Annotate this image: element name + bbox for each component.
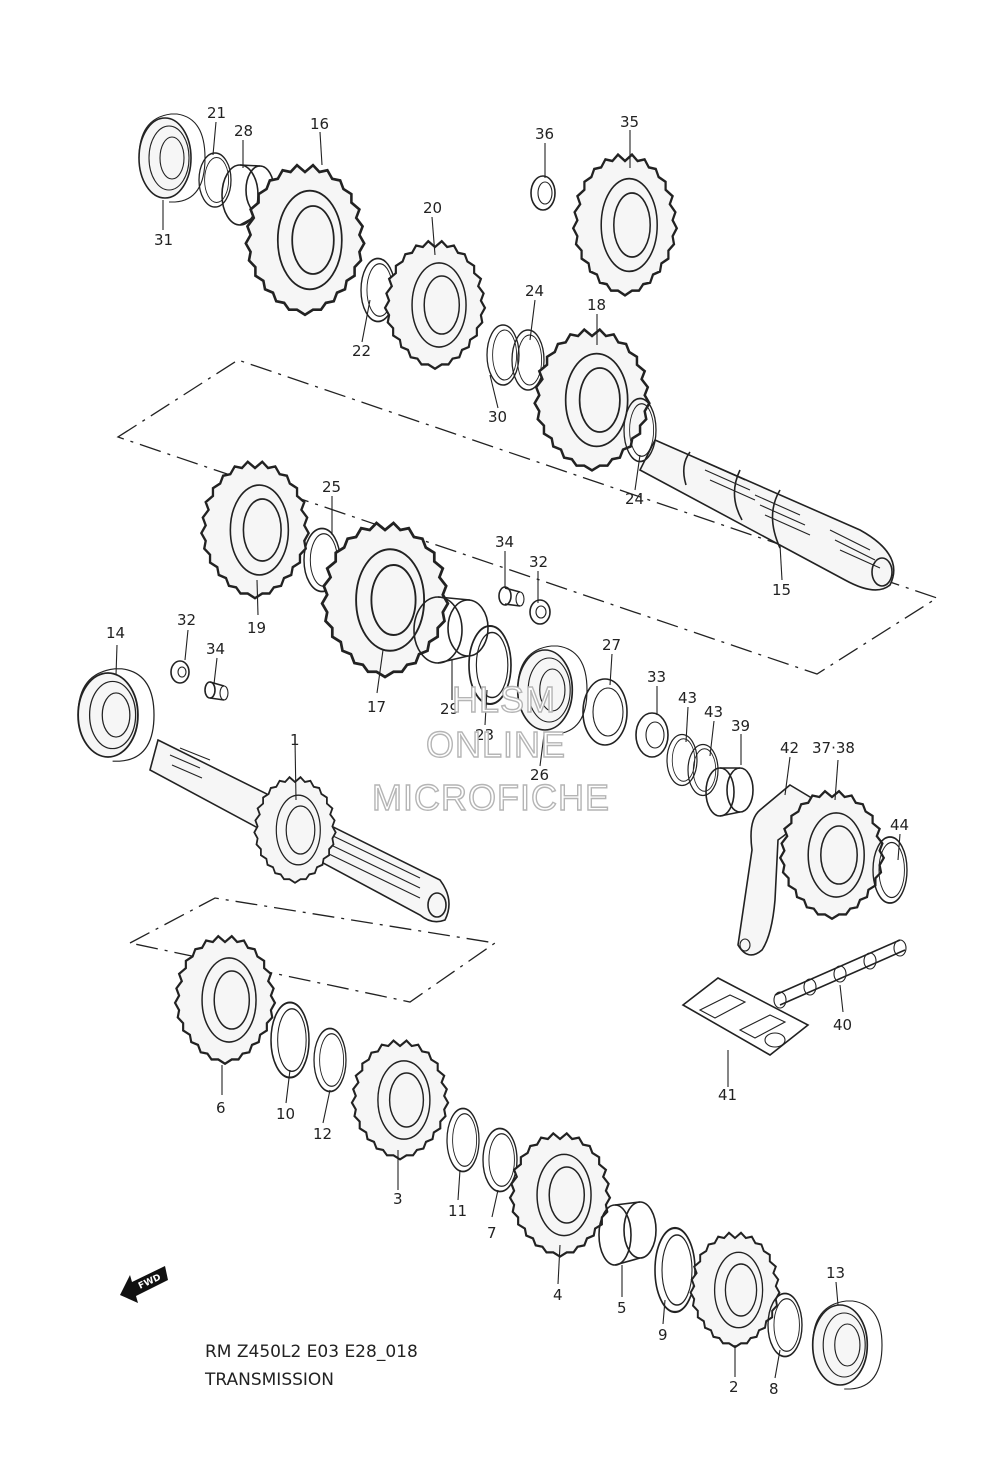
bolt-34a bbox=[498, 586, 525, 607]
label-18: 18 bbox=[587, 296, 606, 314]
label-3: 3 bbox=[393, 1190, 403, 1208]
diagram-code: RM Z450L2 E03 E28_018 bbox=[205, 1342, 418, 1362]
label-29: 29 bbox=[440, 700, 459, 718]
bearing-31 bbox=[138, 113, 206, 203]
label-44: 44 bbox=[890, 816, 909, 834]
circlip-11 bbox=[446, 1107, 480, 1173]
label-28: 28 bbox=[234, 122, 253, 140]
label-41: 41 bbox=[718, 1086, 737, 1104]
watermark-line-1: HLSM bbox=[452, 679, 556, 720]
label-34b: 34 bbox=[206, 640, 225, 658]
part-labels: 21 28 16 31 20 36 35 22 24 18 30 24 25 3… bbox=[106, 104, 909, 1398]
label-42: 42 bbox=[780, 739, 799, 757]
watermark-line-2: ONLINE bbox=[426, 724, 566, 765]
label-9: 9 bbox=[658, 1326, 668, 1344]
gear-19 bbox=[200, 460, 310, 600]
label-43a: 43 bbox=[678, 689, 697, 707]
label-36: 36 bbox=[535, 125, 554, 143]
label-16: 16 bbox=[310, 115, 329, 133]
washer-32a bbox=[529, 599, 551, 625]
oil-seal-27 bbox=[582, 678, 628, 746]
label-5: 5 bbox=[617, 1299, 627, 1317]
label-13: 13 bbox=[826, 1264, 845, 1282]
label-40: 40 bbox=[833, 1016, 852, 1034]
label-21: 21 bbox=[207, 104, 226, 122]
countershaft-assembly-outline bbox=[116, 359, 939, 675]
label-31: 31 bbox=[154, 231, 173, 249]
washer-21 bbox=[198, 152, 232, 208]
bearing-13 bbox=[811, 1300, 883, 1390]
label-4: 4 bbox=[553, 1286, 563, 1304]
label-17: 17 bbox=[367, 698, 386, 716]
gear-4 bbox=[508, 1132, 612, 1258]
label-23: 23 bbox=[475, 726, 494, 744]
countershaft bbox=[638, 438, 895, 591]
label-14: 14 bbox=[106, 624, 125, 642]
label-8: 8 bbox=[769, 1380, 779, 1398]
label-32b: 32 bbox=[177, 611, 196, 629]
drive-chain-40 bbox=[773, 939, 907, 1009]
label-33: 33 bbox=[647, 668, 666, 686]
label-6: 6 bbox=[216, 1099, 226, 1117]
gear-35 bbox=[571, 153, 679, 297]
collar-33 bbox=[635, 712, 669, 758]
bearing-14 bbox=[77, 667, 155, 763]
label-30: 30 bbox=[488, 408, 507, 426]
label-10: 10 bbox=[276, 1105, 295, 1123]
gear-2 bbox=[689, 1231, 781, 1349]
label-27: 27 bbox=[602, 636, 621, 654]
label-22: 22 bbox=[352, 342, 371, 360]
washer-9 bbox=[653, 1226, 697, 1314]
label-12: 12 bbox=[313, 1125, 332, 1143]
label-20: 20 bbox=[423, 199, 442, 217]
label-1: 1 bbox=[290, 731, 300, 749]
bushing-29 bbox=[413, 596, 489, 664]
spacer-39 bbox=[705, 767, 754, 817]
bushing-5 bbox=[598, 1201, 657, 1266]
gear-18 bbox=[533, 328, 651, 472]
label-39: 39 bbox=[731, 717, 750, 735]
o-ring-43a bbox=[666, 733, 698, 787]
bolt-34b bbox=[204, 681, 229, 701]
label-35: 35 bbox=[620, 113, 639, 131]
label-32a: 32 bbox=[529, 553, 548, 571]
label-26: 26 bbox=[530, 766, 549, 784]
watermark-line-3: MICROFICHE bbox=[372, 777, 610, 818]
circlip-12 bbox=[313, 1027, 347, 1093]
watermark: HLSM ONLINE MICROFICHE bbox=[371, 678, 610, 818]
label-2: 2 bbox=[729, 1378, 739, 1396]
label-24a: 24 bbox=[525, 282, 544, 300]
label-34a: 34 bbox=[495, 533, 514, 551]
label-37-38: 37·38 bbox=[812, 739, 855, 757]
label-7: 7 bbox=[487, 1224, 497, 1242]
washer-32b bbox=[170, 660, 190, 684]
gear-3 bbox=[350, 1039, 450, 1161]
label-24b: 24 bbox=[625, 490, 644, 508]
gear-20 bbox=[383, 240, 487, 370]
chain-joint-41 bbox=[681, 977, 810, 1056]
washer-8 bbox=[767, 1292, 803, 1358]
washer-10 bbox=[270, 1001, 310, 1079]
label-25: 25 bbox=[322, 478, 341, 496]
washer-36 bbox=[530, 175, 556, 211]
label-19: 19 bbox=[247, 619, 266, 637]
forward-arrow-icon: FWD bbox=[120, 1266, 168, 1303]
diagram-title: TRANSMISSION bbox=[204, 1370, 334, 1390]
label-43b: 43 bbox=[704, 703, 723, 721]
leader-lines bbox=[115, 121, 901, 1379]
gear-16 bbox=[244, 163, 366, 317]
label-15: 15 bbox=[772, 581, 791, 599]
label-11: 11 bbox=[448, 1202, 467, 1220]
